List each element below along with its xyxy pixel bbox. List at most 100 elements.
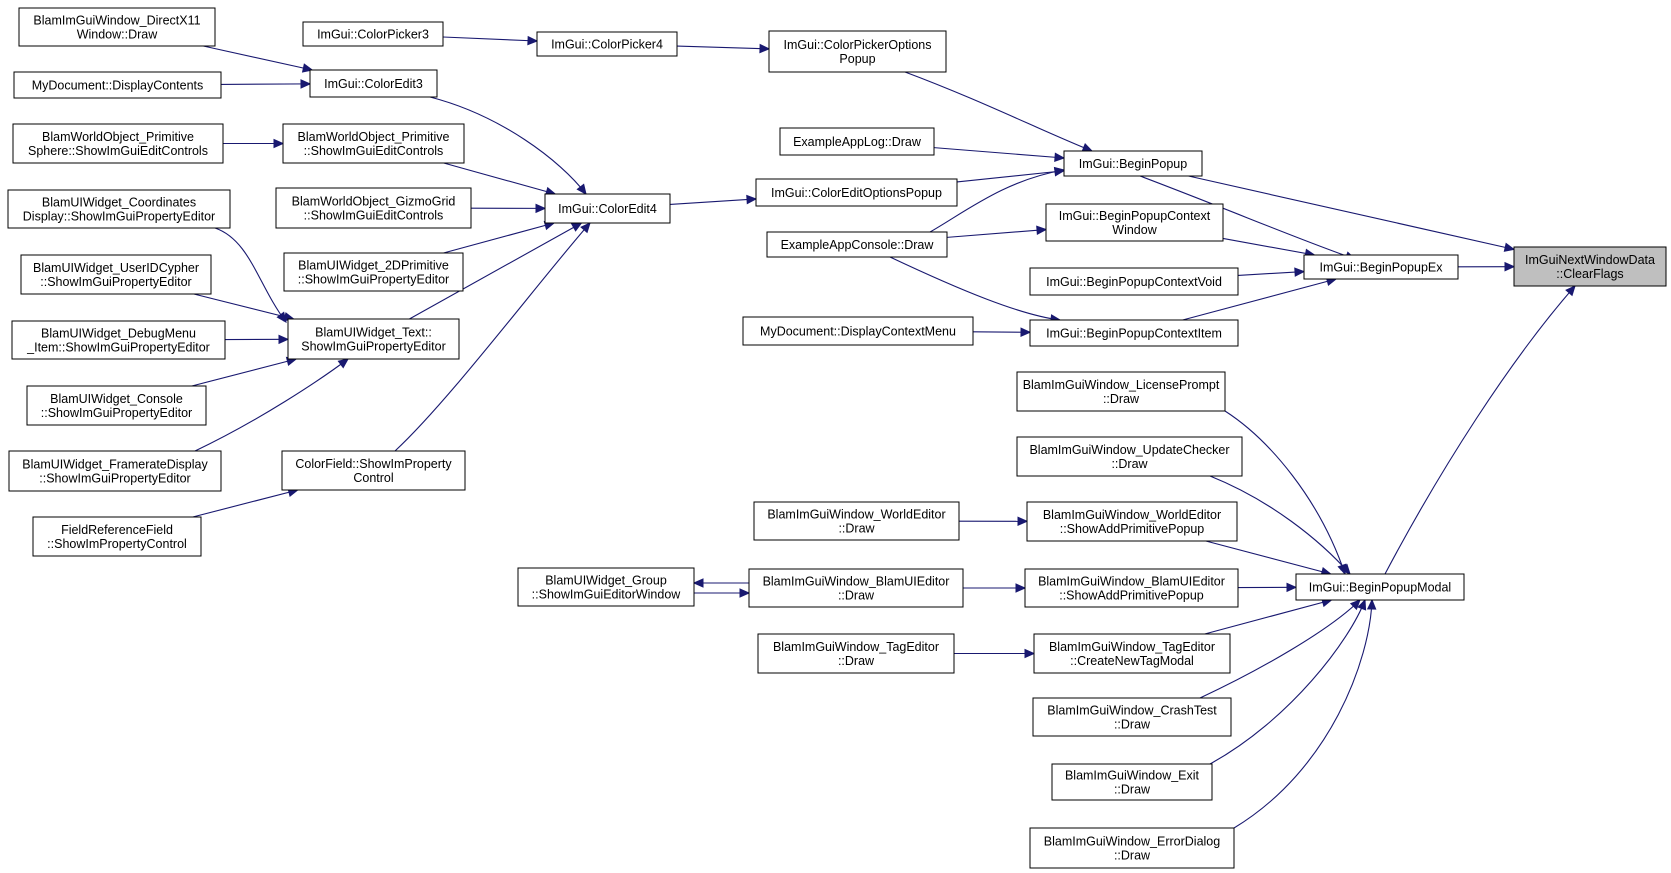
- node-label-ui_group-0: BlamUIWidget_Group: [545, 574, 667, 588]
- edge-line-coloredit3-to-coloredit4: [429, 96, 587, 195]
- arrowhead-beginpopup-to-root: [1503, 242, 1516, 252]
- node-ui_coords[interactable]: BlamUIWidget_CoordinatesDisplay::ShowImG…: [7, 189, 231, 229]
- node-beginpopupmodal[interactable]: ImGui::BeginPopupModal: [1295, 573, 1465, 601]
- node-wo_prim_sphere[interactable]: BlamWorldObject_PrimitiveSphere::ShowImG…: [12, 123, 224, 164]
- edge-crashtest-to-beginpopupmodal: [1199, 599, 1361, 699]
- node-wo_prim_edit[interactable]: BlamWorldObject_Primitive::ShowImGuiEdit…: [282, 123, 465, 164]
- arrowhead-mydoccontents-to-coloredit3: [300, 79, 312, 89]
- node-bpcitem[interactable]: ImGui::BeginPopupContextItem: [1029, 319, 1239, 347]
- node-label-uie_showadd-0: BlamImGuiWindow_BlamUIEditor: [1038, 575, 1225, 589]
- node-beginpopup[interactable]: ImGui::BeginPopup: [1063, 150, 1203, 177]
- node-beginpopupex[interactable]: ImGui::BeginPopupEx: [1303, 254, 1459, 280]
- node-colorpicker3[interactable]: ImGui::ColorPicker3: [302, 21, 444, 47]
- node-coloreditoptions[interactable]: ImGui::ColorEditOptionsPopup: [755, 178, 958, 207]
- node-errordialog[interactable]: BlamImGuiWindow_ErrorDialog::Draw: [1029, 827, 1235, 869]
- edge-line-ui_console-to-ui_text: [191, 358, 297, 387]
- node-label-we_showadd-0: BlamImGuiWindow_WorldEditor: [1043, 508, 1221, 522]
- arrowhead-wo_gizmogrid-to-coloredit4: [535, 203, 547, 214]
- edge-beginpopupex-to-root: [1457, 261, 1516, 272]
- node-label-uie_draw-0: BlamImGuiWindow_BlamUIEditor: [763, 575, 950, 589]
- node-fieldref[interactable]: FieldReferenceField::ShowImPropertyContr…: [32, 516, 202, 557]
- node-exapplog[interactable]: ExampleAppLog::Draw: [779, 127, 935, 156]
- node-label-mydoccontext-0: MyDocument::DisplayContextMenu: [760, 325, 956, 339]
- node-coloredit3[interactable]: ImGui::ColorEdit3: [309, 69, 438, 98]
- node-box-exapplog: [779, 127, 935, 156]
- node-ui_debugmenu[interactable]: BlamUIWidget_DebugMenu_Item::ShowImGuiPr…: [11, 320, 226, 360]
- node-label-updatechecker-1: ::Draw: [1111, 457, 1148, 471]
- node-label-ui_2dprim-0: BlamUIWidget_2DPrimitive: [298, 259, 449, 273]
- node-coloredit4[interactable]: ImGui::ColorEdit4: [544, 193, 671, 224]
- node-box-we_showadd: [1026, 501, 1238, 542]
- node-ui_framerate[interactable]: BlamUIWidget_FramerateDisplay::ShowImGui…: [8, 450, 222, 492]
- edge-colorpicker4-to-colorpickeroptions: [676, 43, 771, 54]
- edge-updatechecker-to-beginpopupmodal: [1209, 475, 1351, 575]
- node-bpcvoid[interactable]: ImGui::BeginPopupContextVoid: [1029, 267, 1239, 296]
- node-label-ui_framerate-0: BlamUIWidget_FramerateDisplay: [22, 458, 208, 472]
- node-label-root-0: ImGuiNextWindowData: [1525, 253, 1655, 267]
- node-wo_gizmogrid[interactable]: BlamWorldObject_GizmoGrid::ShowImGuiEdit…: [275, 187, 472, 229]
- edge-exappconsole-to-bpcwindow: [946, 225, 1048, 238]
- node-box-ui_useridcypher: [20, 254, 212, 295]
- edge-line-bpcitem-to-beginpopupex: [1182, 278, 1337, 321]
- node-label-ui_console-0: BlamUIWidget_Console: [50, 392, 183, 406]
- node-box-bpcwindow: [1045, 203, 1224, 242]
- edge-mydoccontents-to-coloredit3: [220, 79, 312, 89]
- node-we_draw[interactable]: BlamImGuiWindow_WorldEditor::Draw: [753, 501, 960, 541]
- node-mydoccontext[interactable]: MyDocument::DisplayContextMenu: [742, 316, 974, 346]
- node-box-ui_group: [517, 567, 695, 607]
- node-box-uie_showadd: [1024, 568, 1239, 608]
- node-label-colorpickeroptions-1: Popup: [839, 52, 875, 66]
- node-box-te_newtag: [1033, 633, 1231, 674]
- node-licenseprompt[interactable]: BlamImGuiWindow_LicensePrompt::Draw: [1016, 371, 1226, 412]
- node-box-exitwin: [1051, 763, 1213, 801]
- arrowhead-updatechecker-to-beginpopupmodal: [1340, 563, 1351, 575]
- node-box-ui_text: [287, 318, 460, 360]
- edge-line-errordialog-to-beginpopupmodal: [1233, 599, 1373, 829]
- edge-coloredit3-to-coloredit4: [429, 96, 587, 195]
- edge-line-licenseprompt-to-beginpopupmodal: [1224, 410, 1346, 575]
- node-uie_draw[interactable]: BlamImGuiWindow_BlamUIEditor::Draw: [748, 568, 964, 608]
- arrowhead-we_draw-to-we_showadd: [1017, 516, 1029, 527]
- node-ui_2dprim[interactable]: BlamUIWidget_2DPrimitive::ShowImGuiPrope…: [283, 252, 464, 292]
- node-mydoccontents[interactable]: MyDocument::DisplayContents: [13, 71, 222, 99]
- node-label-bpcwindow-0: ImGui::BeginPopupContext: [1059, 209, 1211, 223]
- node-ui_useridcypher[interactable]: BlamUIWidget_UserIDCypher::ShowImGuiProp…: [20, 254, 212, 295]
- node-te_newtag[interactable]: BlamImGuiWindow_TagEditor::CreateNewTagM…: [1033, 633, 1231, 674]
- node-exappconsole[interactable]: ExampleAppConsole::Draw: [766, 231, 948, 258]
- node-label-root-1: ::ClearFlags: [1556, 267, 1623, 281]
- edge-line-exappconsole-to-bpcwindow: [946, 228, 1047, 238]
- node-crashtest[interactable]: BlamImGuiWindow_CrashTest::Draw: [1032, 697, 1232, 737]
- node-label-we_showadd-1: ::ShowAddPrimitivePopup: [1060, 522, 1205, 536]
- node-box-coloreditoptions: [755, 178, 958, 207]
- edge-line-crashtest-to-beginpopupmodal: [1199, 599, 1361, 699]
- node-exitwin[interactable]: BlamImGuiWindow_Exit::Draw: [1051, 763, 1213, 801]
- node-box-te_draw: [757, 633, 955, 674]
- node-label-crashtest-0: BlamImGuiWindow_CrashTest: [1047, 704, 1217, 718]
- edge-line-beginpopup-to-beginpopupex: [1139, 175, 1356, 260]
- node-ui_text[interactable]: BlamUIWidget_Text::ShowImGuiPropertyEdit…: [287, 318, 460, 360]
- node-label-beginpopup-0: ImGui::BeginPopup: [1079, 157, 1187, 171]
- node-colorfield[interactable]: ColorField::ShowImPropertyControl: [281, 450, 466, 491]
- edge-line-exitwin-to-beginpopupmodal: [1209, 599, 1366, 765]
- node-box-exappconsole: [766, 231, 948, 258]
- edge-line-te_newtag-to-beginpopupmodal: [1204, 599, 1332, 635]
- node-ui_group[interactable]: BlamUIWidget_Group::ShowImGuiEditorWindo…: [517, 567, 695, 607]
- node-label-exitwin-0: BlamImGuiWindow_Exit: [1065, 769, 1200, 783]
- edge-line-ui_framerate-to-ui_text: [194, 358, 349, 452]
- node-label-directx11-0: BlamImGuiWindow_DirectX11: [33, 14, 200, 28]
- node-colorpicker4[interactable]: ImGui::ColorPicker4: [536, 31, 678, 57]
- edge-line-we_showadd-to-beginpopupmodal: [1205, 540, 1331, 575]
- node-box-beginpopup: [1063, 150, 1203, 177]
- edges-layer: [191, 35, 1576, 829]
- node-label-errordialog-1: ::Draw: [1114, 849, 1151, 863]
- node-we_showadd[interactable]: BlamImGuiWindow_WorldEditor::ShowAddPrim…: [1026, 501, 1238, 542]
- node-root[interactable]: ImGuiNextWindowData::ClearFlags: [1513, 246, 1667, 287]
- node-ui_console[interactable]: BlamUIWidget_Console::ShowImGuiPropertyE…: [26, 385, 207, 426]
- node-uie_showadd[interactable]: BlamImGuiWindow_BlamUIEditor::ShowAddPri…: [1024, 568, 1239, 608]
- node-te_draw[interactable]: BlamImGuiWindow_TagEditor::Draw: [757, 633, 955, 674]
- arrowhead-colorfield-to-coloredit4: [580, 222, 591, 234]
- node-updatechecker[interactable]: BlamImGuiWindow_UpdateChecker::Draw: [1016, 436, 1243, 477]
